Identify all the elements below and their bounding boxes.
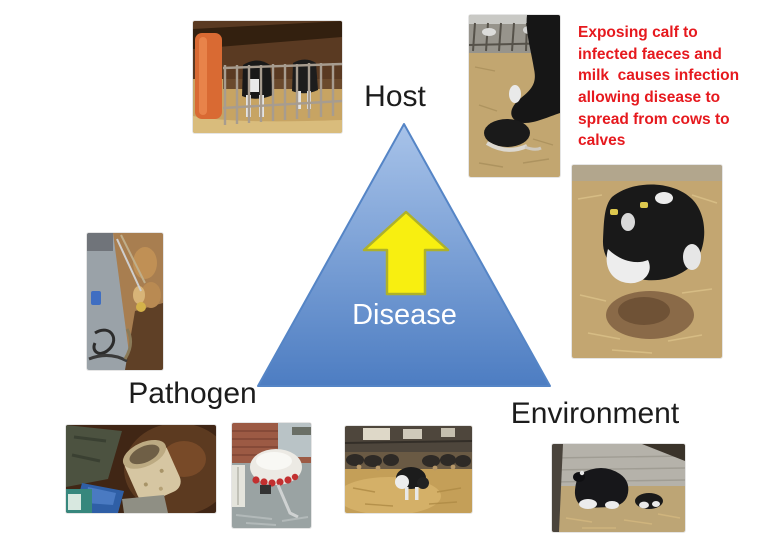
annotation-line: allowing disease to [578, 89, 721, 107]
environment-label: Environment [510, 397, 680, 430]
annotation-text: Exposing calf to infected faeces and mil… [578, 22, 768, 152]
up-arrow-icon [362, 210, 450, 296]
cow-licking-calf-photo [469, 15, 560, 177]
disease-label: Disease [352, 299, 457, 331]
dirty-bucket-photo [66, 425, 216, 513]
host-label: Host [364, 80, 426, 113]
milk-trolley-photo [232, 423, 311, 528]
straw-barn-photo [345, 426, 472, 513]
annotation-line: Exposing calf to [578, 24, 698, 41]
annotation-line: spread from cows to [578, 110, 730, 128]
milking-parlour-photo [87, 233, 163, 370]
annotation-line: calves [578, 132, 626, 150]
calf-pens-photo [193, 21, 342, 133]
annotation-line: infected faeces and [578, 45, 722, 63]
pathogen-label: Pathogen [128, 377, 257, 410]
cow-calf-shed-photo [552, 444, 685, 532]
cow-lying-photo [572, 165, 722, 358]
annotation-line: milk causes infection [578, 67, 740, 85]
